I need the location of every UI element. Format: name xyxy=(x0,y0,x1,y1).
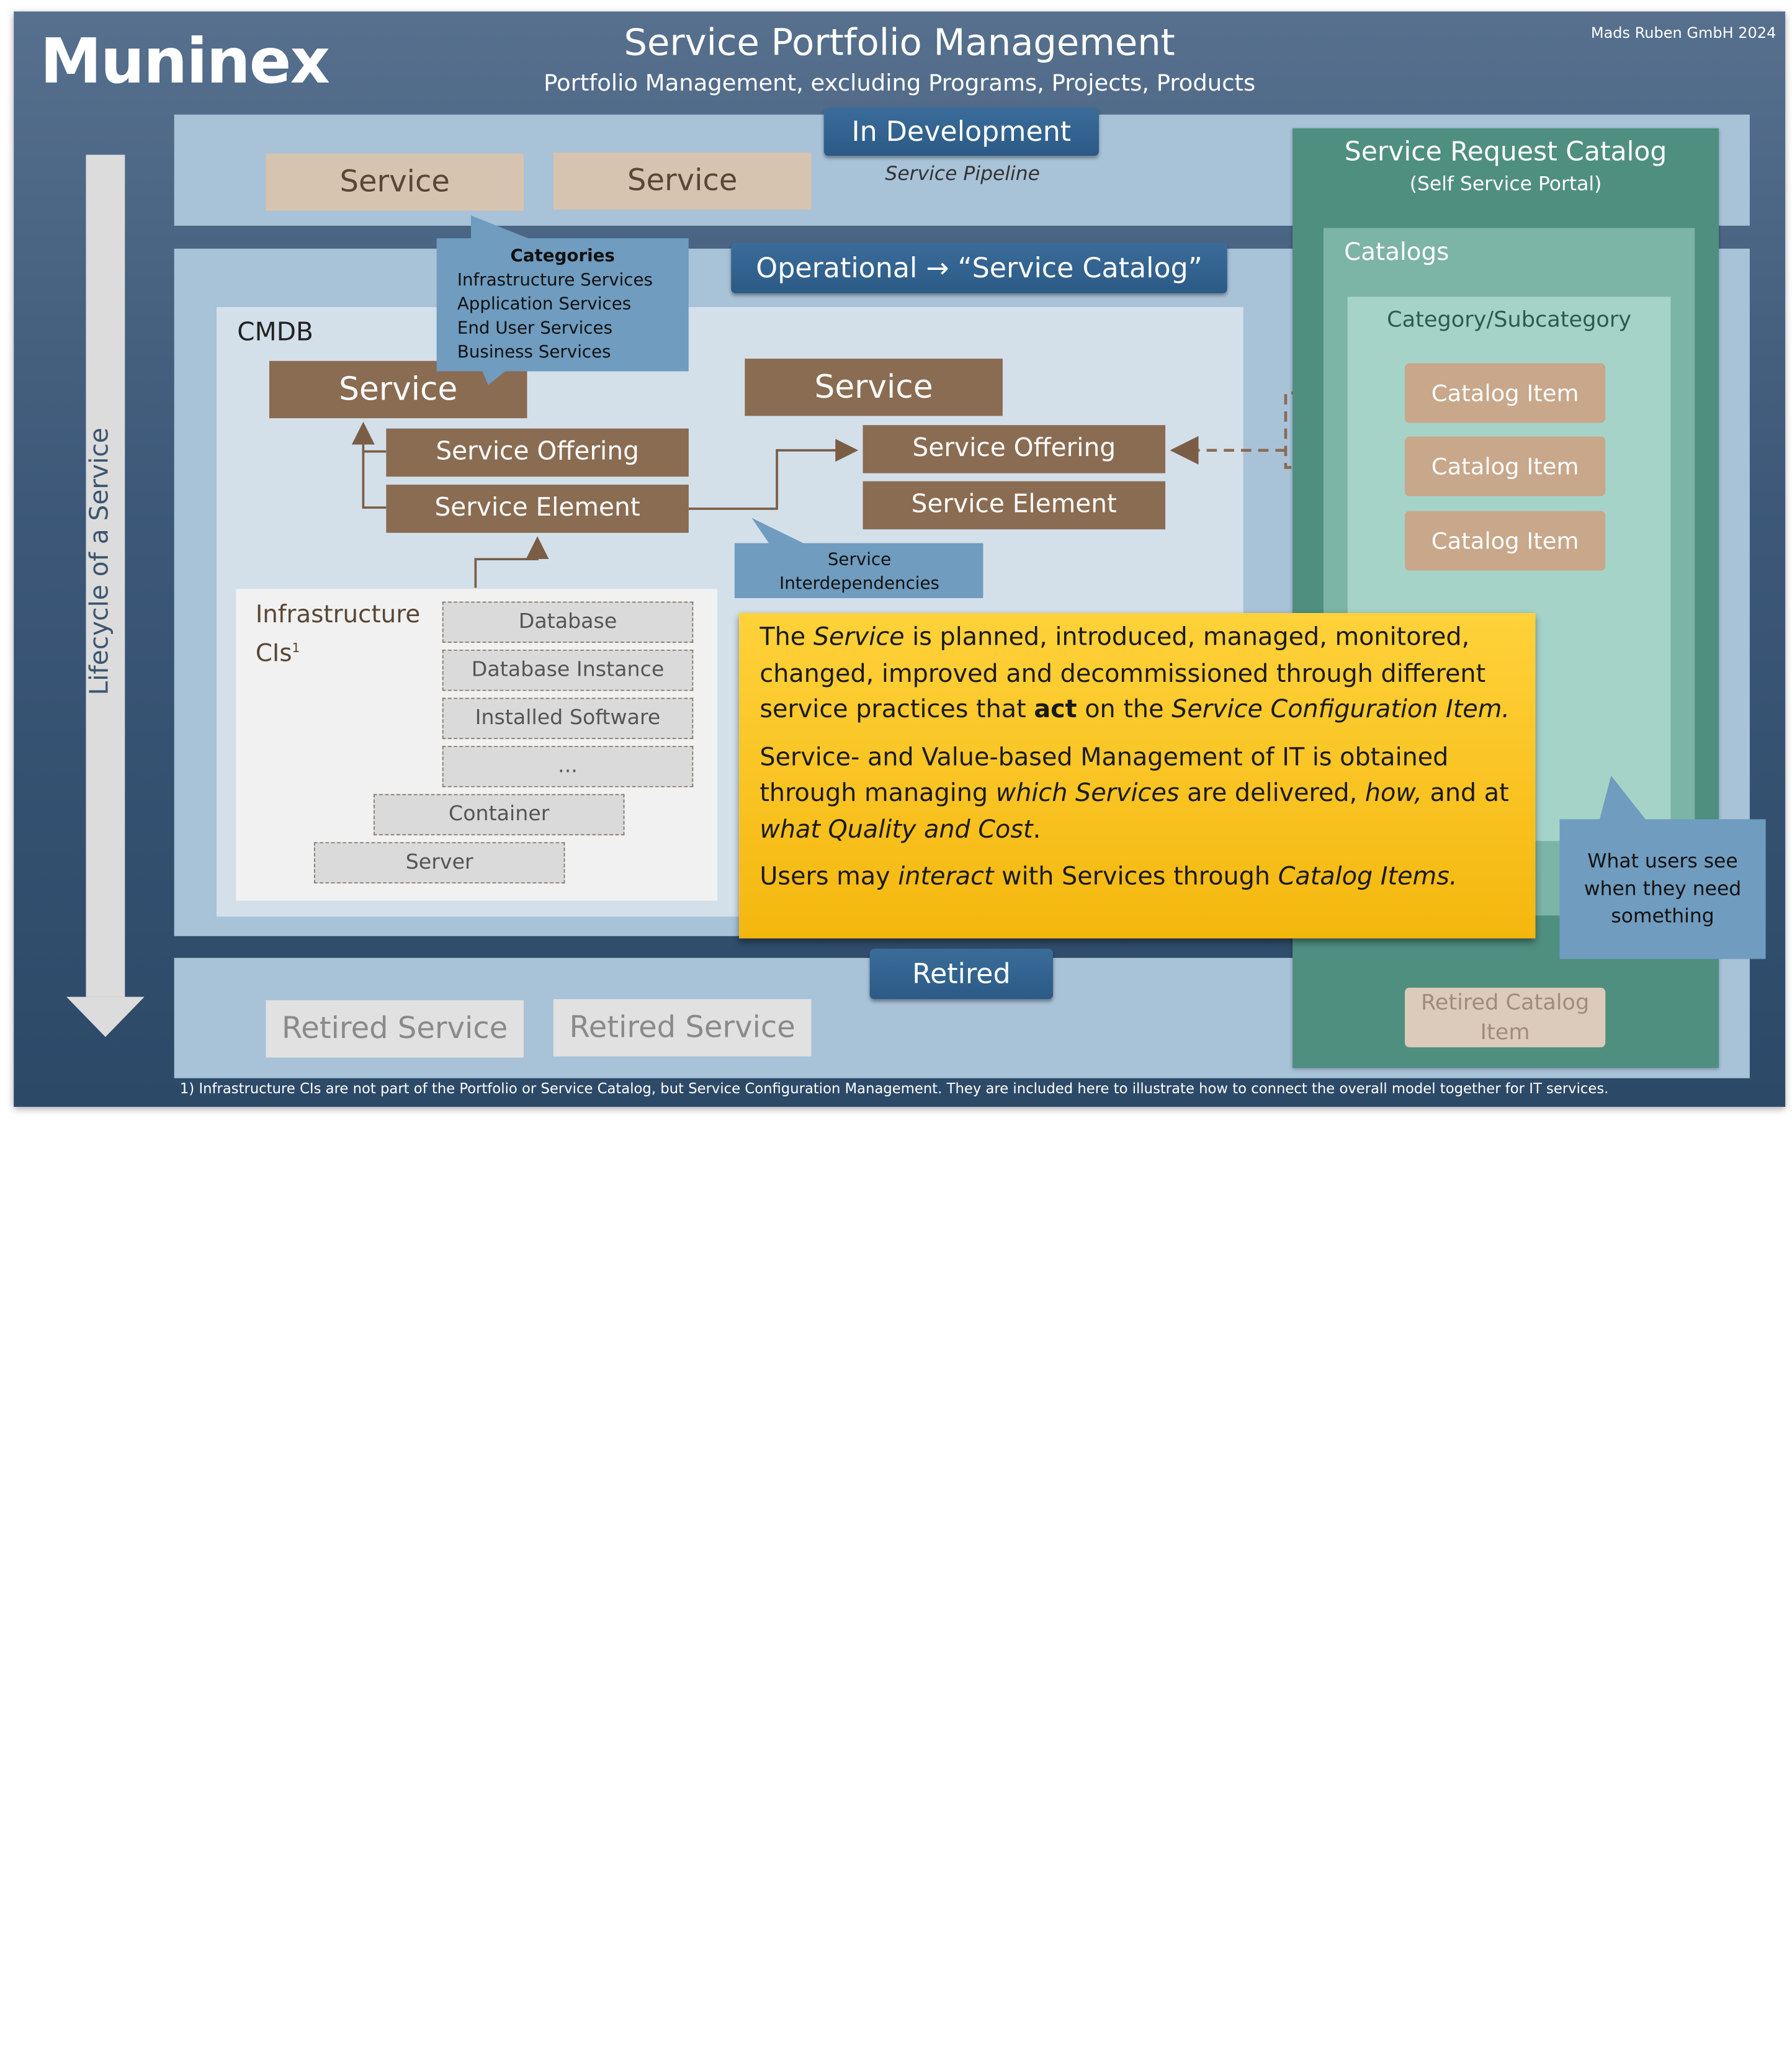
footnote: 1) Infrastructure CIs are not part of th… xyxy=(179,1080,1609,1097)
category-end-user: End User Services xyxy=(457,317,613,338)
ci-database: Database xyxy=(442,601,694,643)
service-offering-left: Service Offering xyxy=(386,428,689,477)
category-infrastructure: Infrastructure Services xyxy=(457,269,653,290)
lifecycle-arrow xyxy=(66,154,145,1037)
service-element-right: Service Element xyxy=(862,481,1166,530)
retired-service-1: Retired Service xyxy=(266,1000,524,1058)
muninex-logo: Muninex xyxy=(40,25,330,97)
retired-pill: Retired xyxy=(869,949,1054,1000)
in-development-pill: In Development xyxy=(823,107,1099,156)
info-box: The Service is planned, introduced, mana… xyxy=(739,612,1536,939)
diagram-title: Service Portfolio Management xyxy=(624,20,1175,65)
service-offering-right: Service Offering xyxy=(862,425,1166,473)
catalog-item-3: Catalog Item xyxy=(1405,511,1606,571)
pipeline-service-2: Service xyxy=(553,152,812,210)
service-element-left: Service Element xyxy=(386,485,689,533)
request-catalog-title: Service Request Catalog xyxy=(1344,137,1667,168)
catalog-item-1: Catalog Item xyxy=(1405,363,1606,423)
category-label: Category/Subcategory xyxy=(1387,307,1632,333)
catalog-item-2: Catalog Item xyxy=(1405,436,1606,496)
categories-title: Categories xyxy=(510,245,615,266)
users-callout xyxy=(1559,776,1766,959)
info-paragraph-3: Users may interact with Services through… xyxy=(759,862,1458,892)
category-application: Application Services xyxy=(457,293,632,314)
infrastructure-label: Infrastructure CIs1 xyxy=(255,600,421,667)
ci-server: Server xyxy=(313,842,565,884)
diagram-subtitle: Portfolio Management, excluding Programs… xyxy=(544,68,1256,97)
copyright-note: Mads Ruben GmbH 2024 xyxy=(1590,25,1776,43)
info-paragraph-1: The Service is planned, introduced, mana… xyxy=(759,623,1510,725)
service-pipeline-caption: Service Pipeline xyxy=(885,163,1040,186)
cmdb-label: CMDB xyxy=(237,318,313,347)
retired-service-2: Retired Service xyxy=(553,999,812,1057)
info-paragraph-2: Service- and Value-based Management of I… xyxy=(759,743,1509,844)
pipeline-service-1: Service xyxy=(266,153,524,211)
ci-more: ... xyxy=(442,746,694,787)
ci-database-instance: Database Instance xyxy=(442,650,694,691)
categories-callout xyxy=(436,215,689,385)
retired-catalog-item: Retired Catalog Item xyxy=(1405,987,1606,1047)
cmdb-service-right: Service xyxy=(745,359,1003,416)
request-catalog-subtitle: (Self Service Portal) xyxy=(1409,172,1602,196)
category-business: Business Services xyxy=(457,341,611,362)
ci-container: Container xyxy=(374,794,625,836)
ci-installed-software: Installed Software xyxy=(442,697,694,740)
interdependencies-label: Service Interdependencies xyxy=(779,548,939,594)
catalogs-label: Catalogs xyxy=(1344,238,1449,266)
users-callout-text: What users see when they need something xyxy=(1584,850,1742,928)
operational-pill: Operational → “Service Catalog” xyxy=(731,243,1227,293)
interdependencies-callout xyxy=(734,517,983,598)
